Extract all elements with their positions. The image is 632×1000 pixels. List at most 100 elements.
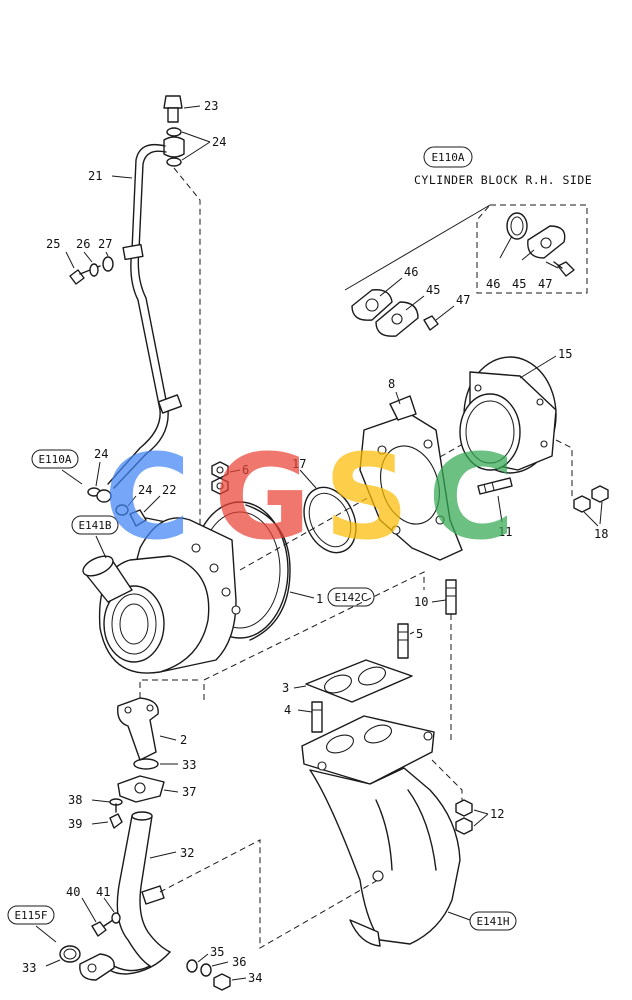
stud-4 (311, 701, 323, 733)
callout-24-top: 24 (212, 135, 226, 149)
bolt-47 (423, 315, 439, 331)
callout-22: 22 (162, 483, 176, 497)
callout-41: 41 (96, 885, 110, 899)
callout-17: 17 (292, 457, 306, 471)
callout-46-inset: 46 (486, 277, 500, 291)
oil-pipe-21-outer (107, 143, 166, 485)
callout-23: 23 (204, 99, 218, 113)
callout-32: 32 (180, 846, 194, 860)
callout-36: 36 (232, 955, 246, 969)
pipe-clamp-lower (157, 394, 183, 414)
exhaust-manifold-e141h: E141H (301, 715, 517, 947)
washer-26 (89, 263, 99, 277)
washer-24-lower-right (115, 504, 129, 516)
callout-34: 34 (248, 971, 262, 985)
manifold-flange (301, 715, 435, 785)
oil-feed-pipe-assembly: 23 24 21 25 26 27 24 (31, 95, 226, 545)
centerline-oil-inlet (173, 167, 201, 545)
callout-8: 8 (388, 377, 395, 391)
nuts-18: 18 (573, 485, 609, 541)
studs-11: 11 (477, 477, 513, 539)
callout-37: 37 (182, 785, 196, 799)
ref-badge-e141h (469, 911, 517, 931)
exhaust-outlet-15: 15 (459, 347, 573, 500)
callout-47-inset: 47 (538, 277, 552, 291)
callout-27: 27 (98, 237, 112, 251)
ref-code-e110a-left: E110A (38, 453, 71, 466)
callout-38: 38 (68, 793, 82, 807)
nuts-6: 6 (211, 461, 249, 495)
callout-5: 5 (416, 627, 423, 641)
callout-1: 1 (316, 592, 323, 606)
callout-4: 4 (284, 703, 291, 717)
eye-bolt-23 (163, 95, 183, 109)
ref-badge-e115f (7, 905, 55, 925)
inset-oring (506, 212, 528, 240)
drain-flange (79, 953, 115, 981)
turbocharger-1: 1 E142C E141B (71, 439, 471, 700)
manifold-body (309, 767, 461, 945)
bolt-25 (69, 269, 85, 285)
ref-code-e142c: E142C (334, 591, 367, 604)
ref-code-e141h: E141H (476, 915, 509, 928)
oil-drain-pipe-32: 32 (79, 811, 379, 981)
gasket-17: 17 (292, 457, 357, 554)
pipe-clamp-upper (122, 243, 144, 261)
washer-27 (102, 256, 114, 272)
callout-6: 6 (242, 463, 249, 477)
stud-10 (445, 579, 457, 615)
ref-code-e141b: E141B (78, 519, 111, 532)
watermark-letter-1: C (104, 428, 191, 566)
ref-badge-e141b (71, 515, 119, 535)
callout-35: 35 (210, 945, 224, 959)
callout-21: 21 (88, 169, 102, 183)
oil-drain-flange: 2 33 37 (117, 679, 200, 803)
callout-15: 15 (558, 347, 572, 361)
oil-pipe-21-inner (113, 150, 169, 489)
callout-12: 12 (490, 807, 504, 821)
callout-39: 39 (68, 817, 82, 831)
ref-code-e115f: E115F (14, 909, 47, 922)
callout-2: 2 (180, 733, 187, 747)
inset-bolt (557, 261, 575, 277)
adapter-8: 8 (359, 377, 463, 561)
washer-38-bolt-39: 38 39 (68, 793, 123, 831)
callout-24-left: 24 (94, 447, 108, 461)
callout-10: 10 (414, 595, 428, 609)
pipe-bracket (141, 885, 165, 905)
callout-11: 11 (498, 525, 512, 539)
watermark-letter-3: S (324, 428, 409, 566)
callout-45: 45 (426, 283, 440, 297)
gasket-3: 3 (282, 659, 413, 703)
stud-5 (397, 623, 409, 659)
banjo-fitting (163, 136, 185, 158)
callout-26: 26 (76, 237, 90, 251)
callout-47: 47 (456, 293, 470, 307)
watermark-letter-2: G (214, 428, 311, 566)
banjo-fitting-lower (96, 489, 112, 503)
callout-46: 46 (404, 265, 418, 279)
nuts-12: 12 (455, 799, 504, 835)
callout-40: 40 (66, 885, 80, 899)
oring-33-bottom: E115F 33 (7, 905, 81, 975)
callout-18: 18 (594, 527, 608, 541)
watermark: C G S C (104, 428, 515, 566)
studs-10-5-4: 10 5 4 (284, 579, 457, 742)
washers-35-36-nut-34: 35 36 34 (186, 945, 262, 991)
callout-24-mid: 24 (138, 483, 152, 497)
watermark-letter-4: C (428, 428, 515, 566)
ref-code-e110a-top: E110A (431, 151, 464, 164)
callout-25: 25 (46, 237, 60, 251)
ref-badge-e110a-left (31, 449, 79, 469)
ref-badge-e142c (327, 587, 375, 607)
washer-24-lower (166, 157, 182, 167)
eye-bolt-22 (129, 509, 147, 527)
cylinder-block-rh-side-inset: E110A CYLINDER BLOCK R.H. SIDE 46 45 47 (344, 146, 592, 294)
callout-33-top: 33 (182, 758, 196, 772)
callout-33-bottom: 33 (22, 961, 36, 975)
oil-return-cover-parts: 46 45 47 (351, 265, 470, 337)
oring-33 (133, 758, 159, 770)
bolt-40-washer-41: 40 41 (66, 885, 121, 937)
inset-dashed-frame (476, 204, 588, 294)
